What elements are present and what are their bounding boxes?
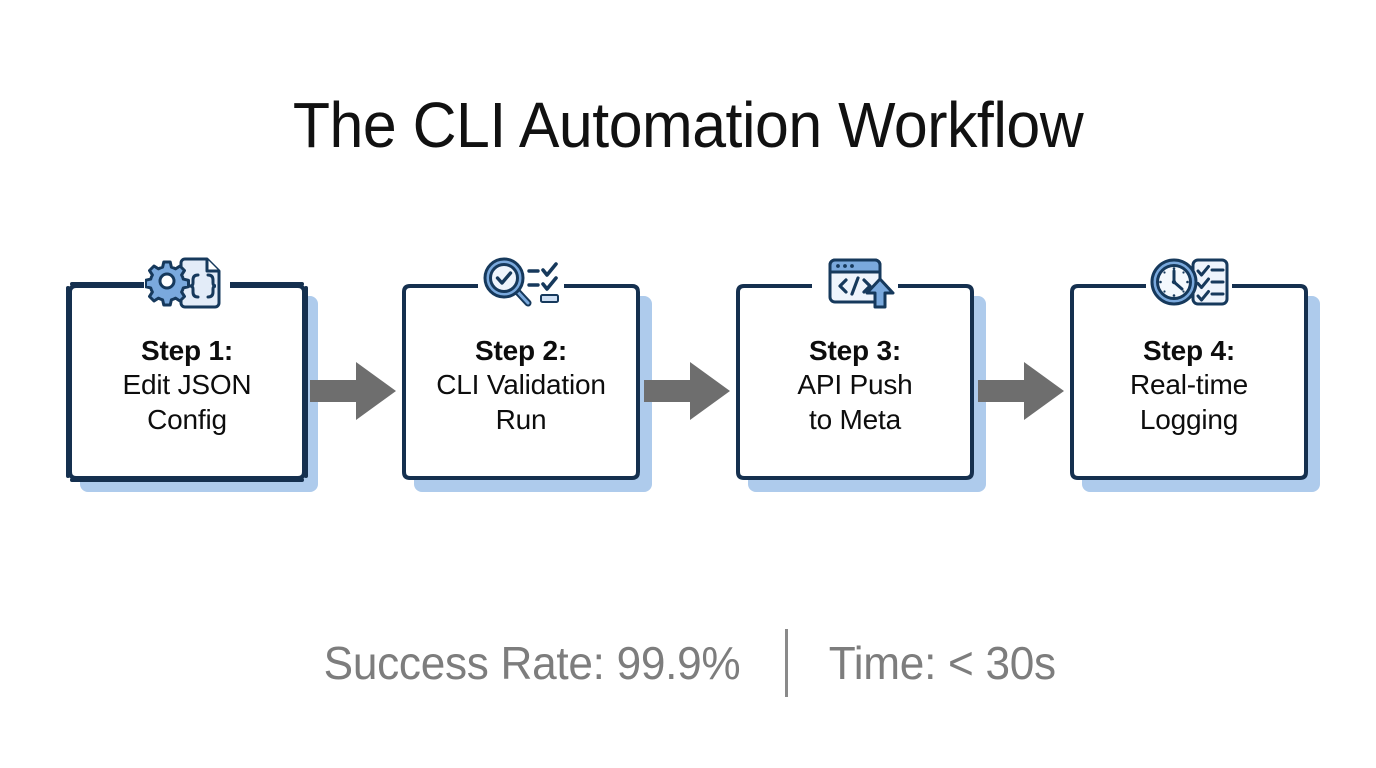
- step-2-line-1: CLI Validation: [436, 369, 606, 401]
- stat-divider: [785, 629, 789, 697]
- arrow-step3-to-step4: [978, 360, 1064, 422]
- step-3-text: Step 3: API Push to Meta: [736, 334, 974, 437]
- step-4-heading: Step 4:: [1143, 335, 1235, 366]
- step-1-line-1: Edit JSON: [122, 369, 252, 401]
- magnifier-checklist-icon: [478, 250, 564, 316]
- step-4-text: Step 4: Real-time Logging: [1070, 334, 1308, 437]
- workflow-step-1[interactable]: Step 1: Edit JSON Config: [66, 250, 318, 492]
- step-1-heading: Step 1:: [141, 335, 233, 366]
- workflow-step-2[interactable]: Step 2: CLI Validation Run: [402, 250, 652, 492]
- step-2-line-2: Run: [495, 403, 547, 435]
- step-3-frame: [736, 284, 974, 480]
- success-rate-stat: Success Rate: 99.9%: [323, 637, 741, 689]
- clock-checklist-icon: [1146, 250, 1232, 316]
- step-3-line-1: API Push: [797, 369, 913, 401]
- step-1-line-2: Config: [147, 403, 227, 435]
- step-3-heading: Step 3:: [809, 335, 901, 366]
- step-4-card[interactable]: Step 4: Real-time Logging: [1070, 250, 1308, 480]
- step-2-heading: Step 2:: [475, 335, 567, 366]
- step-1-card[interactable]: Step 1: Edit JSON Config: [66, 250, 308, 482]
- step-2-card[interactable]: Step 2: CLI Validation Run: [402, 250, 640, 480]
- step-4-line-2: Logging: [1139, 403, 1239, 435]
- workflow-diagram: Step 1: Edit JSON Config: [0, 250, 1376, 500]
- time-stat: Time: < 30s: [828, 637, 1057, 689]
- arrow-right-icon: [310, 362, 396, 420]
- arrow-right-icon: [644, 362, 730, 420]
- code-window-upload-icon: [812, 250, 898, 316]
- step-2-text: Step 2: CLI Validation Run: [402, 334, 640, 437]
- page-title: The CLI Automation Workflow: [292, 89, 1084, 161]
- arrow-step2-to-step3: [644, 360, 730, 422]
- step-3-card[interactable]: Step 3: API Push to Meta: [736, 250, 974, 480]
- step-4-frame: [1070, 284, 1308, 480]
- step-2-frame: [402, 284, 640, 480]
- step-1-frame: [66, 282, 308, 482]
- step-3-line-2: to Meta: [809, 403, 901, 435]
- workflow-step-3[interactable]: Step 3: API Push to Meta: [736, 250, 986, 492]
- workflow-step-4[interactable]: Step 4: Real-time Logging: [1070, 250, 1320, 492]
- arrow-right-icon: [978, 362, 1064, 420]
- step-4-line-1: Real-time: [1129, 369, 1248, 401]
- step-1-text: Step 1: Edit JSON Config: [68, 334, 306, 437]
- footer-stats: Success Rate: 99.9% Time: < 30s: [0, 618, 1376, 708]
- arrow-step1-to-step2: [310, 360, 396, 422]
- gear-json-document-icon: [144, 250, 230, 316]
